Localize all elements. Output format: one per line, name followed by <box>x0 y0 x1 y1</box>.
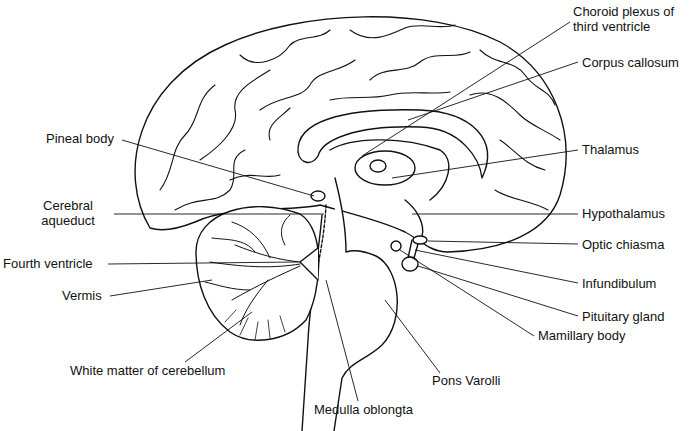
part-label: Pons Varolli <box>432 373 500 388</box>
part-label: Thalamus <box>582 142 639 157</box>
part-label: Medulla oblongta <box>314 402 413 417</box>
part-label: Hypothalamus <box>582 206 665 221</box>
pituitary-gland <box>402 257 418 271</box>
part-label: Infundibulum <box>582 276 656 291</box>
mamillary-body <box>391 241 401 251</box>
interthalamic-adhesion <box>370 160 386 172</box>
arbor-vitae <box>205 215 300 325</box>
optic-chiasma <box>413 236 427 244</box>
hypothalamus <box>405 200 423 236</box>
brainstem <box>334 178 397 431</box>
cerebrum-outline <box>135 17 566 252</box>
part-label: Pineal body <box>46 131 114 146</box>
part-label: White matter of cerebellum <box>70 363 225 378</box>
infundibulum <box>408 240 418 258</box>
cerebellum <box>196 207 319 341</box>
leader-lines <box>108 22 578 401</box>
part-label: Fourth ventricle <box>3 256 93 271</box>
part-label: Cerebral aqueduct <box>22 198 114 228</box>
part-label: Vermis <box>62 288 102 303</box>
gyri <box>160 25 560 210</box>
part-label: Choroid plexus of third ventricle <box>573 4 697 34</box>
thalamus <box>355 151 415 185</box>
part-label: Corpus callosum <box>582 55 679 70</box>
part-label: Pituitary gland <box>582 309 664 324</box>
part-label: Mamillary body <box>538 328 625 343</box>
fourth-ventricle <box>300 248 318 280</box>
part-label: Optic chiasma <box>582 237 664 252</box>
fornix <box>330 140 449 200</box>
